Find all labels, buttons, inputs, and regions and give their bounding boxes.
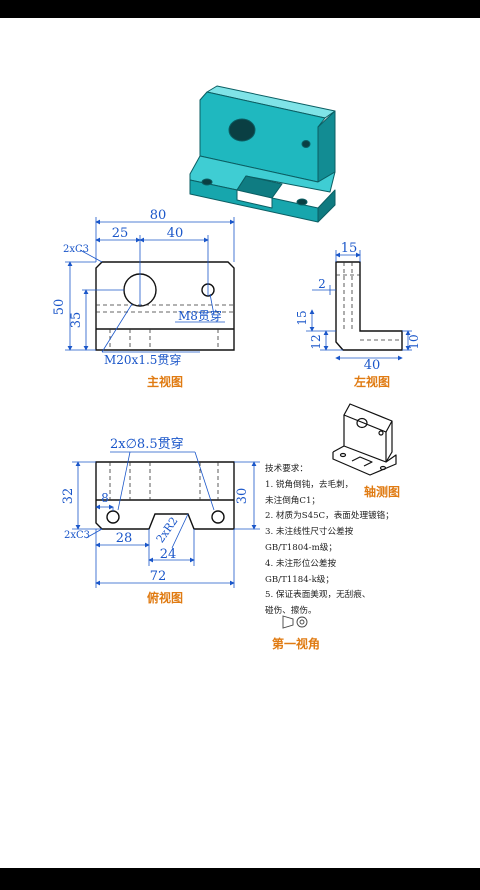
main-view-outline: [95, 261, 235, 351]
top-dim-8: 8: [101, 491, 109, 505]
main-view-dimensions: [65, 217, 235, 353]
left-dim-2: 2: [318, 277, 326, 291]
top-dim-24: 24: [160, 547, 177, 562]
main-dim-80: 80: [150, 208, 167, 223]
tech-line: 1. 锐角倒钝，去毛刺，: [265, 479, 354, 490]
top-dim-30: 30: [235, 488, 250, 505]
left-dim-40: 40: [364, 358, 381, 373]
top-dim-72: 72: [150, 569, 167, 584]
isometric-line-drawing: [332, 403, 397, 476]
left-dim-15-side: 15: [295, 310, 309, 325]
top-dim-32: 32: [61, 488, 76, 505]
top-black-bar: [0, 0, 480, 18]
left-dim-10: 10: [407, 334, 421, 349]
main-view-caption: 主视图: [147, 374, 183, 389]
top-view-hidden-lines: [109, 462, 219, 500]
main-thread-note: M20x1.5贯穿: [104, 352, 181, 367]
top-dim-r2: 2xR2: [154, 515, 181, 546]
top-dim-28: 28: [116, 531, 133, 546]
tech-title: 技术要求：: [265, 464, 308, 474]
tech-line: 未注倒角C1；: [265, 495, 321, 506]
main-dim-50: 50: [52, 299, 67, 316]
top-holes-note: 2x∅8.5贯穿: [110, 436, 184, 452]
top-view-caption: 俯视图: [147, 590, 183, 605]
main-chamfer-label: 2xC3: [63, 244, 89, 255]
iso-caption: 轴测图: [364, 484, 400, 499]
main-view-hidden-lines: [96, 304, 234, 350]
isometric-part-3d: [189, 85, 336, 223]
main-dim-35: 35: [69, 312, 84, 329]
projection-caption: 第一视角: [272, 636, 320, 651]
left-view-hidden-lines: [336, 262, 402, 341]
tech-line: 碰伤、擦伤。: [265, 606, 317, 617]
tech-line: GB/T1804-m级；: [265, 542, 337, 553]
bottom-black-bar: [0, 868, 480, 890]
top-chamfer-label: 2xC3: [64, 530, 90, 541]
left-dim-12: 12: [309, 334, 323, 349]
top-view-dimensions: [72, 451, 260, 588]
tech-line: 4. 未注形位公差按: [265, 558, 337, 569]
main-dim-40: 40: [167, 226, 184, 241]
top-view-outline: [95, 461, 235, 530]
left-view-outline: [335, 261, 403, 351]
tech-line: GB/T1184-k级；: [265, 574, 334, 585]
left-view-dimensions: [306, 250, 412, 361]
tech-line: 3. 未注线性尺寸公差按: [265, 527, 354, 538]
left-view-caption: 左视图: [353, 374, 390, 389]
tech-line: 2. 材质为S45C，表面处理镀铬；: [265, 511, 394, 522]
main-m8-note: M8贯穿: [178, 308, 222, 323]
main-dim-25: 25: [112, 226, 129, 241]
technical-requirements: 技术要求： 1. 锐角倒钝，去毛刺， 未注倒角C1； 2. 材质为S45C，表面…: [265, 462, 394, 620]
tech-line: 5. 保证表面美观，无刮痕、: [265, 590, 371, 601]
first-angle-projection-symbol: [282, 615, 308, 629]
left-dim-15-top: 15: [341, 241, 358, 256]
